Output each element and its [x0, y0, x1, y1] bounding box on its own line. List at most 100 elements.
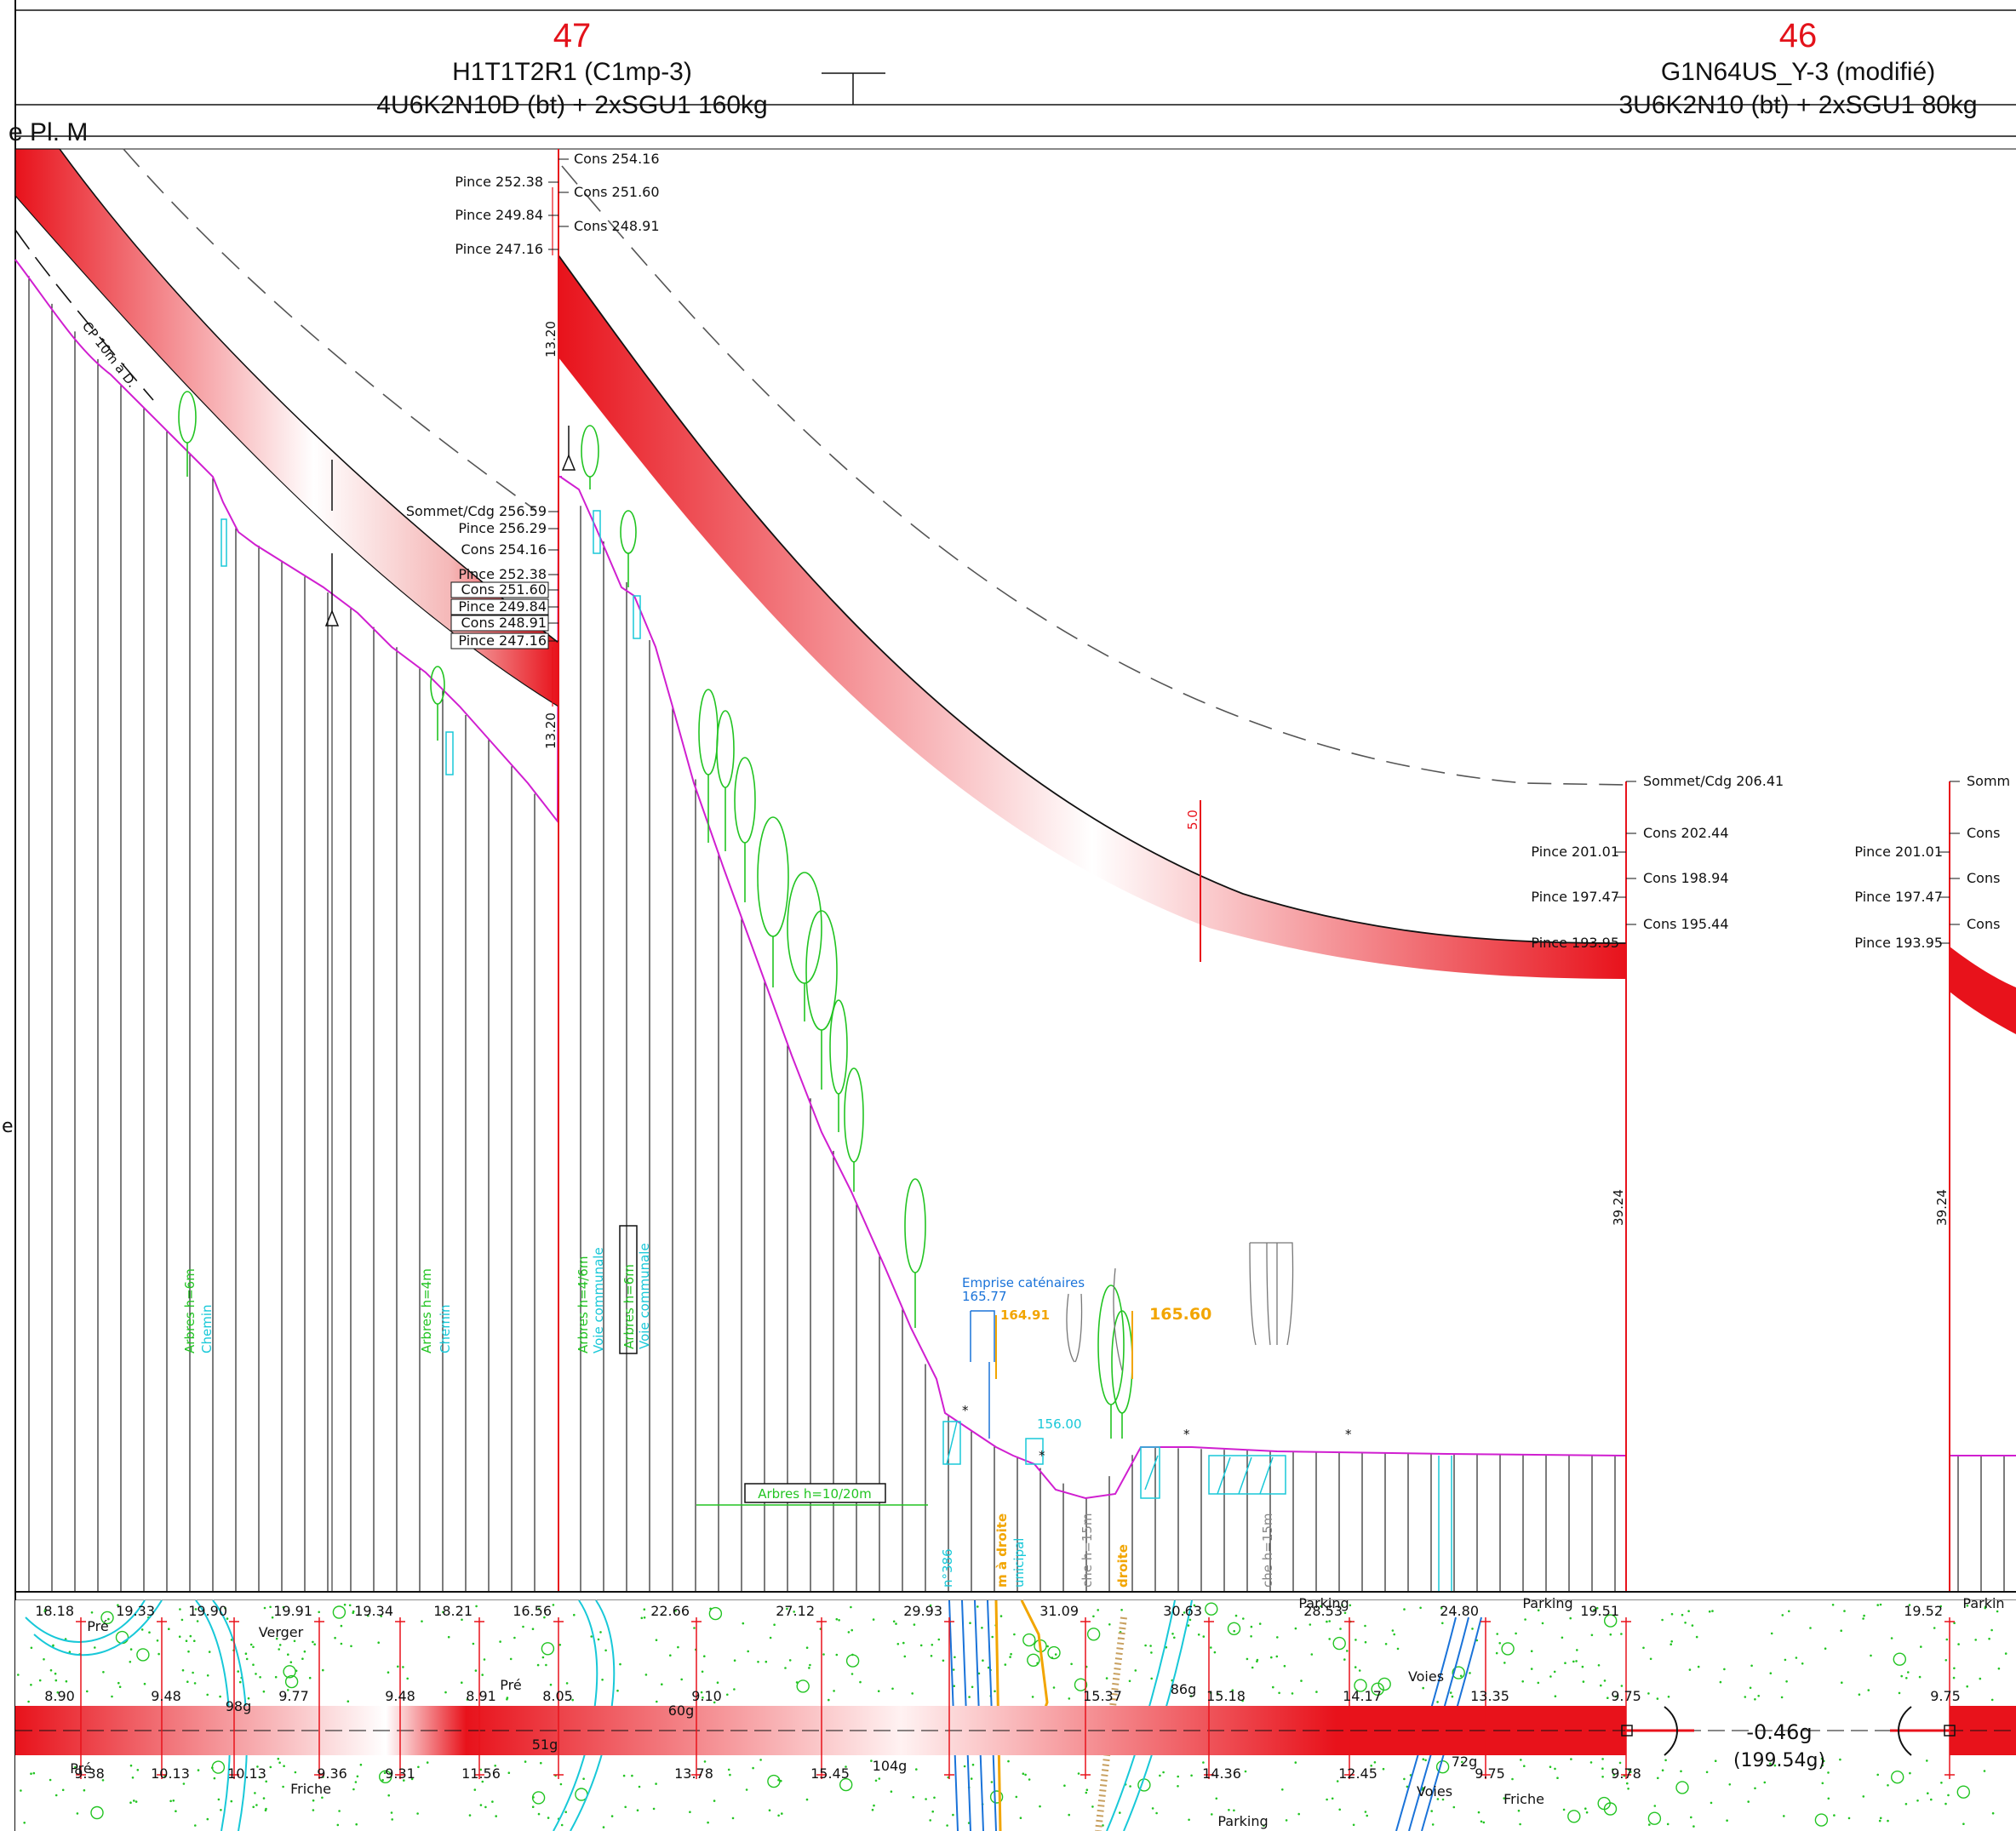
- vegetation-dot: [102, 1671, 105, 1674]
- vegetation-dot: [1441, 1622, 1444, 1625]
- vegetation-dot: [1396, 1647, 1400, 1651]
- tower-47-back-label: Cons 254.16: [461, 541, 547, 558]
- vegetation-dot: [1511, 1777, 1514, 1781]
- vegetation-dot: [969, 1622, 971, 1624]
- vegetation-dot: [1710, 1801, 1713, 1805]
- tower-symbol-icon: [561, 454, 576, 471]
- vegetation-dot: [417, 1765, 420, 1769]
- vegetation-dot: [1297, 1812, 1300, 1816]
- vegetation-dot: [1461, 1760, 1463, 1764]
- vegetation-dot: [475, 1605, 478, 1608]
- vegetation-dot: [1595, 1606, 1599, 1610]
- vegetation-dot: [54, 1679, 58, 1682]
- vegetation-dot: [1821, 1782, 1824, 1785]
- vegetation-dot: [1278, 1691, 1280, 1695]
- vegetation-dot: [981, 1627, 983, 1629]
- vegetation-dot: [752, 1766, 754, 1770]
- vegetation-dot: [194, 1608, 198, 1611]
- plan-top-value: 19.52: [1904, 1603, 1943, 1619]
- vegetation-dot: [1358, 1669, 1361, 1672]
- vegetation-dot: [224, 1606, 226, 1610]
- vegetation-dot: [468, 1814, 472, 1817]
- vegetation-dot: [1795, 1656, 1798, 1659]
- vegetation-dot: [472, 1642, 475, 1645]
- plan-word: Voies: [1408, 1668, 1444, 1685]
- vegetation-dot: [495, 1815, 497, 1817]
- vegetation-dot: [68, 1651, 72, 1653]
- vegetation-dot: [140, 1628, 144, 1631]
- vegetation-dot: [582, 1777, 585, 1780]
- vegetation-dot: [1346, 1650, 1349, 1652]
- vegetation-dot: [1754, 1698, 1756, 1701]
- vegetation-dot: [1209, 1691, 1212, 1694]
- vegetation-dot: [1119, 1811, 1121, 1814]
- vegetation-dot: [822, 1653, 825, 1656]
- vegetation-dot: [1554, 1767, 1556, 1771]
- plan-tree-icon: [1047, 1645, 1061, 1660]
- vegetation-dot: [552, 1604, 555, 1606]
- vegetation-dot: [1250, 1635, 1252, 1638]
- tower-47-back-label: Pince 249.84: [458, 598, 547, 615]
- vegetation-dot: [545, 1663, 547, 1667]
- vegetation-dot: [274, 1675, 278, 1679]
- vegetation-dot: [1480, 1820, 1483, 1823]
- vegetation-dot: [1328, 1638, 1331, 1640]
- rot-386: n°386: [940, 1548, 955, 1588]
- vegetation-dot: [573, 1613, 576, 1616]
- vegetation-dot: [871, 1808, 874, 1811]
- vegetation-dot: [263, 1606, 266, 1610]
- vegetation-dot: [1352, 1823, 1355, 1827]
- plan-bottom-value: 9.31: [385, 1765, 415, 1782]
- vegetation-dot: [1440, 1607, 1443, 1610]
- vegetation-dot: [636, 1809, 639, 1811]
- vegetation-dot: [1763, 1781, 1767, 1784]
- vegetation-dot: [1887, 1784, 1889, 1787]
- plan-tree-icon: [211, 1760, 226, 1774]
- vegetation-dot: [1930, 1798, 1933, 1801]
- ground-profile-line: [14, 259, 2016, 1500]
- vegetation-dot: [213, 1777, 216, 1780]
- vegetation-dot: [1681, 1613, 1684, 1616]
- vegetation-dot: [1177, 1775, 1179, 1778]
- vegetation-dot: [1144, 1644, 1147, 1647]
- tower-46-height: 39.24: [1611, 1189, 1626, 1226]
- vegetation-dot: [933, 1796, 936, 1800]
- vegetation-dot: [1876, 1604, 1879, 1606]
- vegetation-dot: [565, 1682, 569, 1685]
- vegetation-dot: [1436, 1798, 1440, 1800]
- vegetation-dot: [1010, 1652, 1012, 1656]
- vegetation-dot: [835, 1653, 839, 1656]
- vegetation-dot: [701, 1670, 704, 1674]
- plan-word: Parking: [1298, 1595, 1349, 1611]
- vegetation-dot: [249, 1643, 253, 1646]
- vegetation-dot: [1661, 1618, 1664, 1622]
- vegetation-dot: [466, 1698, 469, 1701]
- vegetation-dot: [346, 1700, 350, 1702]
- vegetation-dot: [536, 1663, 540, 1667]
- vegetation-dot: [283, 1765, 285, 1767]
- vegetation-dot: [1393, 1633, 1395, 1636]
- vegetation-dot: [444, 1691, 447, 1694]
- vegetation-dot: [1614, 1695, 1618, 1698]
- vegetation-dot: [479, 1804, 483, 1806]
- vegetation-dot: [1155, 1811, 1158, 1815]
- dashed-curve-1: [123, 148, 537, 512]
- vegetation-dot: [189, 1634, 192, 1638]
- plan-word: Voies: [1417, 1783, 1452, 1800]
- vegetation-dot: [1670, 1640, 1673, 1643]
- plan-word: Parking: [1522, 1595, 1572, 1611]
- next-tower-right-label: Somm: [1967, 773, 2010, 789]
- plan-mid-value: 9.48: [385, 1688, 415, 1704]
- plan-tree-icon: [1603, 1614, 1618, 1628]
- vegetation-dot: [336, 1823, 340, 1827]
- vegetation-dot: [1177, 1785, 1179, 1788]
- vegetation-dot: [1858, 1693, 1861, 1696]
- conductor-line-left: [59, 148, 559, 644]
- vegetation-dot: [129, 1801, 132, 1804]
- vegetation-dot: [1744, 1696, 1747, 1698]
- vegetation-dot: [1664, 1759, 1667, 1762]
- plan-tree-icon: [531, 1791, 546, 1805]
- vegetation-dot: [1202, 1635, 1206, 1638]
- plan-bottom-value: 9.78: [1611, 1765, 1641, 1782]
